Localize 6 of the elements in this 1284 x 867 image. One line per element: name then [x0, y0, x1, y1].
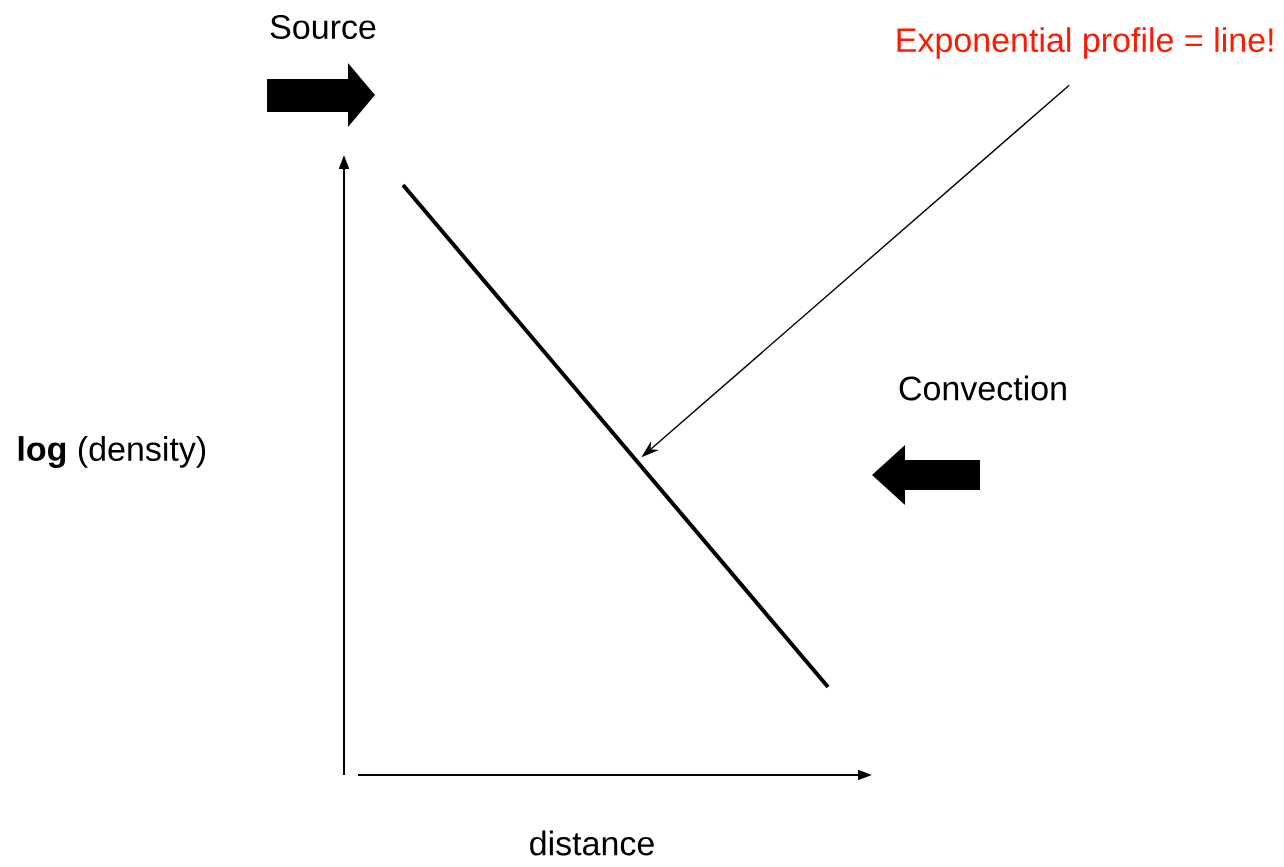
arrow-label: Source	[270, 14, 376, 40]
axis-label: log (density)	[18, 436, 206, 468]
profile-line	[401, 183, 830, 690]
arrow-label: Convection	[899, 375, 1066, 401]
axis-label: distance	[530, 830, 654, 856]
callout-text: Exponential profile = line!	[897, 27, 1273, 59]
